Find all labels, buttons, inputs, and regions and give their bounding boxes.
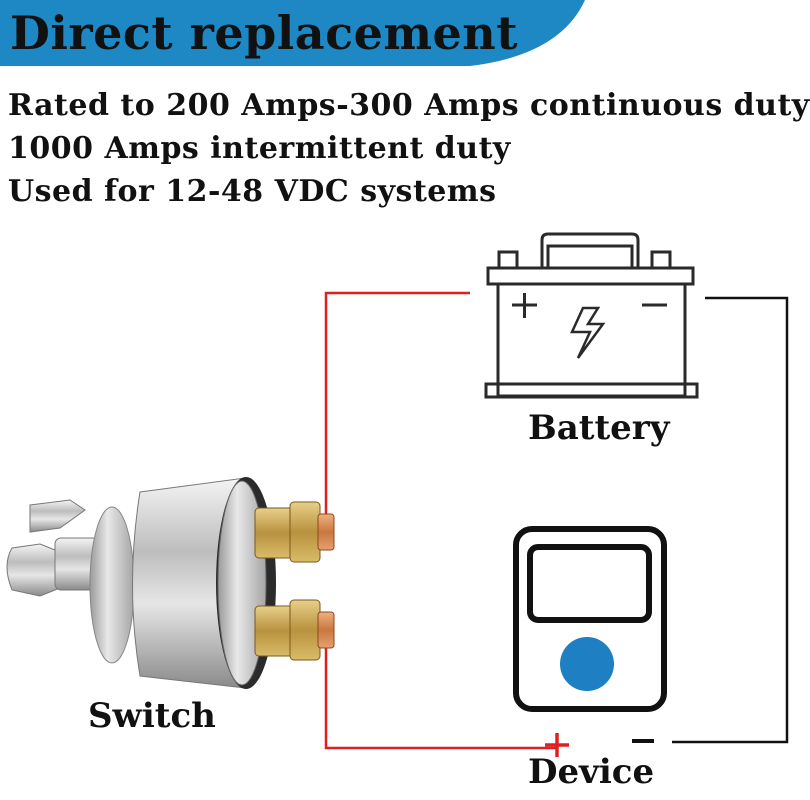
switch-label: Switch (88, 696, 216, 736)
title-banner: Direct replacement (0, 0, 800, 80)
battery-switch-illustration (6, 477, 335, 689)
negative-wires (672, 296, 789, 744)
wire-switch-to-device (324, 625, 556, 750)
spec-line-intermittent: 1000 Amps intermittent duty (8, 131, 511, 166)
spec-line-voltage: Used for 12-48 VDC systems (8, 174, 497, 209)
positive-wires (324, 291, 556, 750)
wire-battery-to-switch (324, 291, 470, 515)
battery-icon (484, 232, 699, 399)
device-label: Device (528, 752, 655, 792)
wire-battery-to-device (672, 296, 789, 744)
banner-shape (0, 0, 585, 66)
spec-line-continuous: Rated to 200 Amps-300 Amps continuous du… (8, 88, 810, 123)
device-plus-sign (545, 733, 569, 757)
battery-label: Battery (528, 408, 670, 448)
banner-title: Direct replacement (10, 6, 518, 60)
device-icon (513, 526, 667, 712)
